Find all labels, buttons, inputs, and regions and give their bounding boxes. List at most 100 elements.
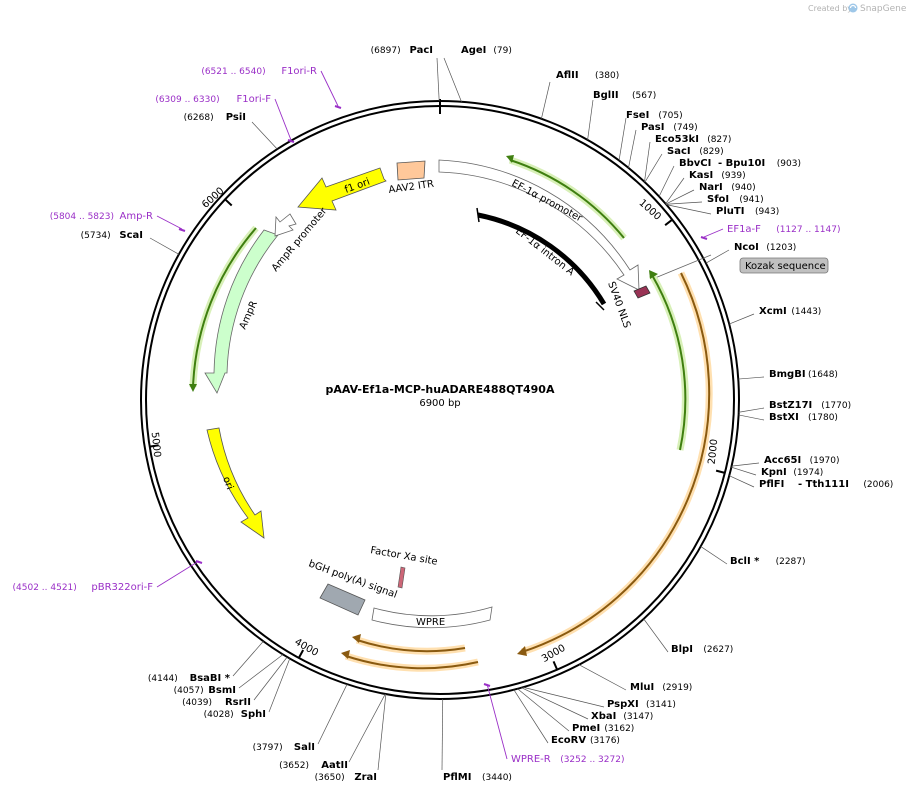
enzyme-site-pspxi[interactable]: PspXI(3141)	[522, 686, 676, 710]
enzyme-site-blpi[interactable]: BlpI(2627)	[643, 618, 734, 655]
enzyme-site-fsei[interactable]: FseI(705)	[618, 110, 683, 161]
feature-ori[interactable]: ori	[206, 427, 265, 539]
enzyme-leader-line	[729, 313, 755, 325]
enzyme-leader-line	[700, 546, 728, 565]
feature-factor-xa[interactable]: Factor Xa site	[369, 545, 438, 589]
enzyme-site-aflii[interactable]: AflII(380)	[541, 70, 619, 119]
enzyme-site-pasi[interactable]: PasI(749)	[628, 122, 698, 168]
enzyme-leader-line	[738, 407, 765, 413]
enzyme-leader-line	[738, 376, 765, 380]
primer-range: (3252 .. 3272)	[560, 755, 624, 765]
enzyme-site-sphi[interactable]: SphI(4028)	[204, 658, 291, 720]
enzyme-leader-line	[517, 688, 570, 732]
feature-ampr-promoter[interactable]: AmpR promoter	[270, 205, 330, 274]
feature-label-sv40-nls: SV40 NLS	[605, 280, 632, 329]
primer-mark	[700, 236, 708, 240]
orf-ampr[interactable]	[189, 225, 259, 392]
enzyme-site-ncoi[interactable]: NcoI(1203)	[705, 242, 796, 264]
enzyme-leader-line	[731, 466, 757, 476]
enzyme-position: (3141)	[646, 700, 676, 710]
enzyme-site-bglii[interactable]: BglII(567)	[587, 90, 657, 141]
plasmid-size: 6900 bp	[419, 398, 460, 409]
enzyme-position: (2919)	[662, 683, 692, 693]
enzyme-position: (940)	[731, 183, 755, 193]
enzyme-site-pluti[interactable]: PluTI(943)	[666, 204, 779, 217]
primer-f1ori-f[interactable]: F1ori-F(6309 .. 6330)	[155, 94, 295, 143]
feature-wpre[interactable]: WPRE	[371, 606, 493, 629]
feature-f1-ori[interactable]: f1 ori	[297, 167, 387, 211]
restriction-sites: PacI(6897)AgeI(79) AflII(380)BglII(567)Fs…	[81, 45, 894, 783]
feature-bgh-polya[interactable]: bGH poly(A) signal	[307, 558, 398, 616]
enzyme-leader-line	[317, 684, 348, 745]
feature-label-ampr: AmpR	[238, 299, 260, 331]
enzyme-site-scai[interactable]: ScaI(5734)	[81, 230, 180, 255]
enzyme-site-agei[interactable]: AgeI(79)	[443, 45, 512, 102]
feature-label-aav2-itr: AAV2 ITR	[388, 179, 435, 196]
enzyme-site-ecorv[interactable]: EcoRV(3176)	[513, 689, 620, 746]
enzyme-site-pflfi[interactable]: PflFI(2006)- Tth111I	[729, 475, 893, 490]
enzyme-name: PacI	[410, 45, 433, 56]
enzyme-site-pmei[interactable]: PmeI(3162)	[517, 688, 635, 734]
enzyme-name: BmgBI	[769, 369, 806, 380]
enzyme-site-bsmi[interactable]: BsmI(4057)	[174, 654, 284, 696]
enzyme-site-sfoi[interactable]: SfoI(941)	[665, 194, 764, 205]
primer-ef1a-f[interactable]: EF1a-F(1127 .. 1147)	[700, 224, 840, 240]
feature-kozak-sequence[interactable]: Kozak sequence	[654, 254, 829, 279]
primer-leader-line	[703, 228, 724, 238]
enzyme-site-xcmi[interactable]: XcmI(1443)	[729, 306, 821, 325]
enzyme-site-zrai[interactable]: ZraI(3650)	[315, 694, 387, 783]
enzyme-site-nari[interactable]: NarI (940)	[665, 182, 756, 205]
enzyme-name: NarI	[699, 182, 723, 193]
feature-ampr[interactable]: AmpR	[204, 229, 279, 394]
primer-name: pBR322ori-F	[91, 582, 153, 593]
feature-aav2-itr[interactable]: AAV2 ITR	[388, 160, 435, 196]
enzyme-site-aatii[interactable]: AatII(3652)	[279, 693, 386, 771]
orf-huadar[interactable]	[517, 271, 713, 656]
enzyme-site-bcli[interactable]: BclI *(2287)	[700, 546, 806, 567]
orf-small-1[interactable]	[352, 634, 466, 655]
primer-f1ori-r[interactable]: F1ori-R(6521 .. 6540)	[201, 66, 342, 109]
enzyme-name: PflFI	[759, 479, 784, 490]
enzyme-site-bbvci[interactable]: BbvCI(903)- Bpu10I	[658, 158, 801, 197]
enzyme-site-kpni[interactable]: KpnI(1974)	[731, 466, 823, 478]
enzyme-name: Eco53kI	[655, 134, 699, 145]
enzyme-name: SalI	[294, 742, 315, 753]
enzyme-leader-line	[232, 641, 264, 677]
orf-small-2[interactable]	[341, 650, 479, 672]
enzyme-site-pflmi[interactable]: PflMI(3440)	[441, 698, 512, 783]
enzyme-site-psii[interactable]: PsiI(6268)	[184, 112, 278, 150]
enzyme-site-sali[interactable]: SalI(3797)	[253, 684, 348, 753]
enzyme-site-eco53ki[interactable]: Eco53kI(827)	[644, 134, 731, 182]
enzyme-leader-line	[441, 698, 444, 771]
enzyme-position: (1970)	[810, 456, 840, 466]
orf-top[interactable]	[506, 155, 627, 241]
primer-wpre-r[interactable]: WPRE-R(3252 .. 3272)	[483, 683, 624, 765]
primer-amp-r[interactable]: Amp-R(5804 .. 5823)	[50, 211, 186, 232]
enzyme-site-mlui[interactable]: MluI(2919)	[578, 664, 692, 693]
tick-mark	[664, 218, 673, 227]
tick-mark	[149, 444, 159, 448]
enzyme-site-xbai[interactable]: XbaI(3147)	[521, 687, 653, 722]
orf-mcp[interactable]	[648, 270, 689, 451]
enzyme-name: KasI	[689, 170, 713, 181]
primer-name: F1ori-F	[237, 94, 272, 105]
enzyme-name: PflMI	[443, 772, 471, 783]
feature-sv40-nls[interactable]: SV40 NLS	[605, 280, 651, 330]
enzyme-site-kasi[interactable]: KasI(939)	[665, 170, 746, 205]
enzyme-site-rsrii[interactable]: RsrII(4039)	[182, 656, 288, 708]
enzyme-site-paci[interactable]: PacI(6897)	[371, 45, 440, 102]
enzyme-name: PsiI	[226, 112, 246, 123]
primer-pbr322ori-f[interactable]: pBR322ori-F(4502 .. 4521)	[13, 560, 203, 593]
enzyme-site-bsabi[interactable]: BsaBI *(4144)	[148, 641, 264, 684]
enzyme-name: NcoI	[734, 242, 759, 253]
enzyme-position: (1443)	[791, 307, 821, 317]
enzyme-position: (1974)	[793, 468, 823, 478]
enzyme-leader-line	[268, 658, 291, 713]
enzyme-site-saci[interactable]: SacI(829)	[644, 146, 724, 183]
primer-mark	[483, 683, 491, 687]
enzyme-site-bstz17i[interactable]: BstZ17I(1770)	[738, 400, 851, 413]
enzyme-site-bmgbi[interactable]: BmgBI(1648)	[738, 369, 838, 380]
enzyme-site-bstxi[interactable]: BstXI(1780)	[738, 412, 838, 423]
enzyme-site-acc65i[interactable]: Acc65I(1970)	[731, 455, 840, 467]
enzyme-position: (79)	[493, 46, 511, 56]
